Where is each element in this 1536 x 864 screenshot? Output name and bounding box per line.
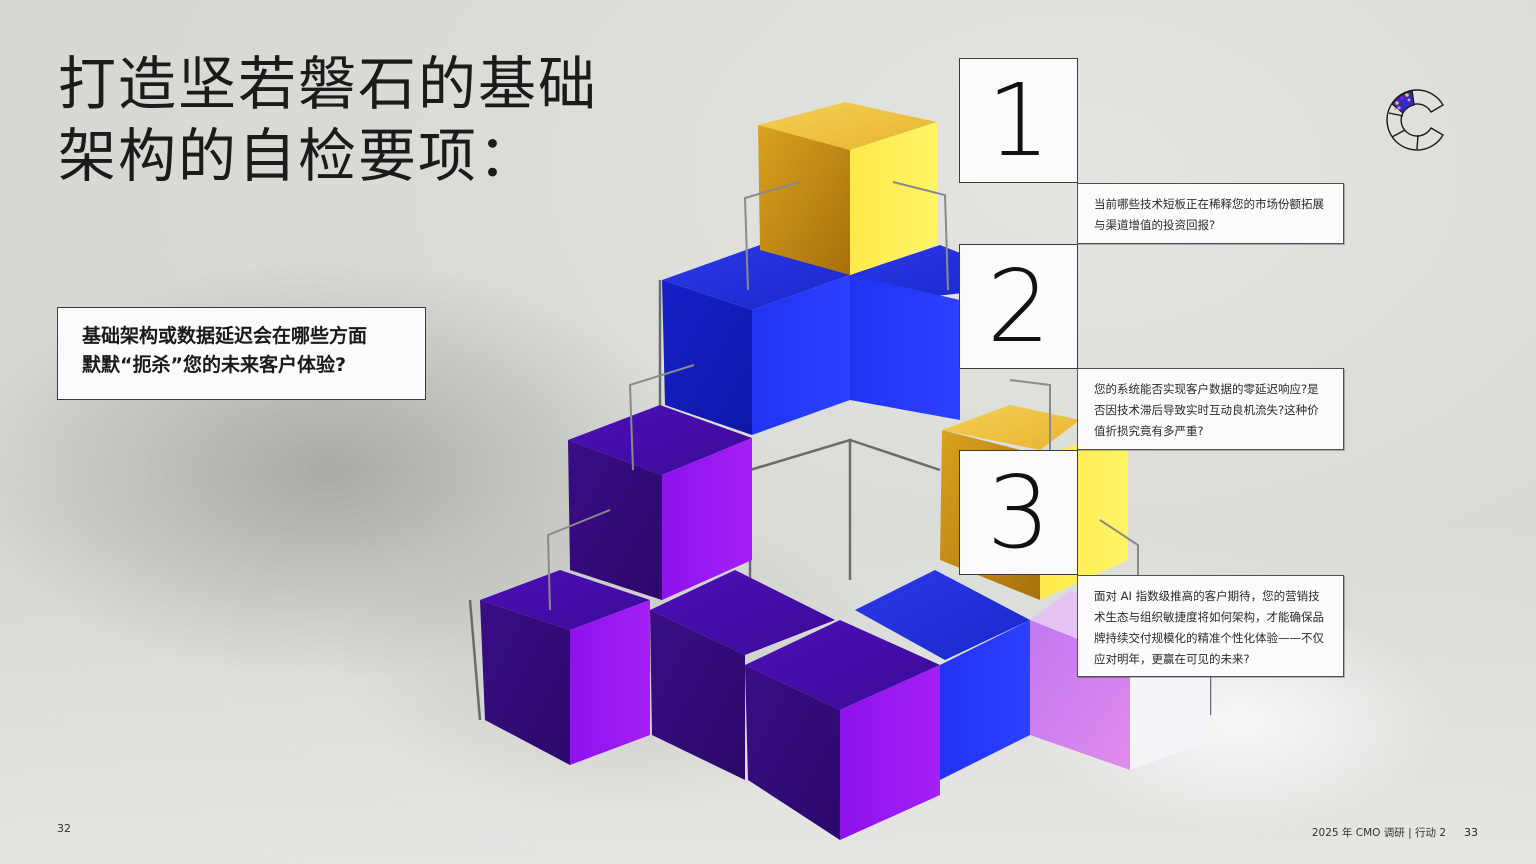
right-page-number: 33 (1464, 826, 1478, 839)
checklist-item-1: 当前哪些技术短板正在稀释您的市场份额拓展与渠道增值的投资回报? (1077, 183, 1344, 244)
publication-label: 2025 年 CMO 调研 | 行动 2 (1311, 827, 1446, 839)
checklist-number-1: 1 (959, 58, 1078, 183)
page-title: 打造坚若磐石的基础 架构的自检要项： (58, 48, 658, 192)
checklist-number-3: 3 (959, 450, 1078, 575)
number-2-label: 2 (986, 247, 1051, 365)
key-question-box: 基础架构或数据延迟会在哪些方面 默默“扼杀”您的未来客户体验? (57, 307, 426, 400)
number-3-label: 3 (986, 453, 1051, 571)
segmented-c-logo-icon (1386, 89, 1444, 151)
checklist-item-2-text: 您的系统能否实现客户数据的零延迟响应?是否因技术滞后导致实时互动良机流失?这种价… (1094, 382, 1319, 438)
title-line-2: 架构的自检要项： (58, 122, 539, 190)
footer-right: 2025 年 CMO 调研 | 行动 2 33 (1312, 825, 1478, 840)
checklist-item-2: 您的系统能否实现客户数据的零延迟响应?是否因技术滞后导致实时互动良机流失?这种价… (1077, 368, 1344, 450)
checklist-item-3-text: 面对 AI 指数级推高的客户期待，您的营销技术生态与组织敏捷度将如何架构，才能确… (1094, 589, 1324, 666)
number-1-label: 1 (986, 61, 1051, 179)
checklist-number-2: 2 (959, 244, 1078, 369)
checklist-item-3: 面对 AI 指数级推高的客户期待，您的营销技术生态与组织敏捷度将如何架构，才能确… (1077, 575, 1344, 677)
key-question-line-1: 基础架构或数据延迟会在哪些方面 (82, 325, 368, 347)
checklist-item-1-text: 当前哪些技术短板正在稀释您的市场份额拓展与渠道增值的投资回报? (1094, 197, 1324, 232)
left-page-number: 32 (57, 822, 71, 835)
key-question-line-2: 默默“扼杀”您的未来客户体验? (82, 354, 346, 376)
title-line-1: 打造坚若磐石的基础 (58, 50, 599, 118)
